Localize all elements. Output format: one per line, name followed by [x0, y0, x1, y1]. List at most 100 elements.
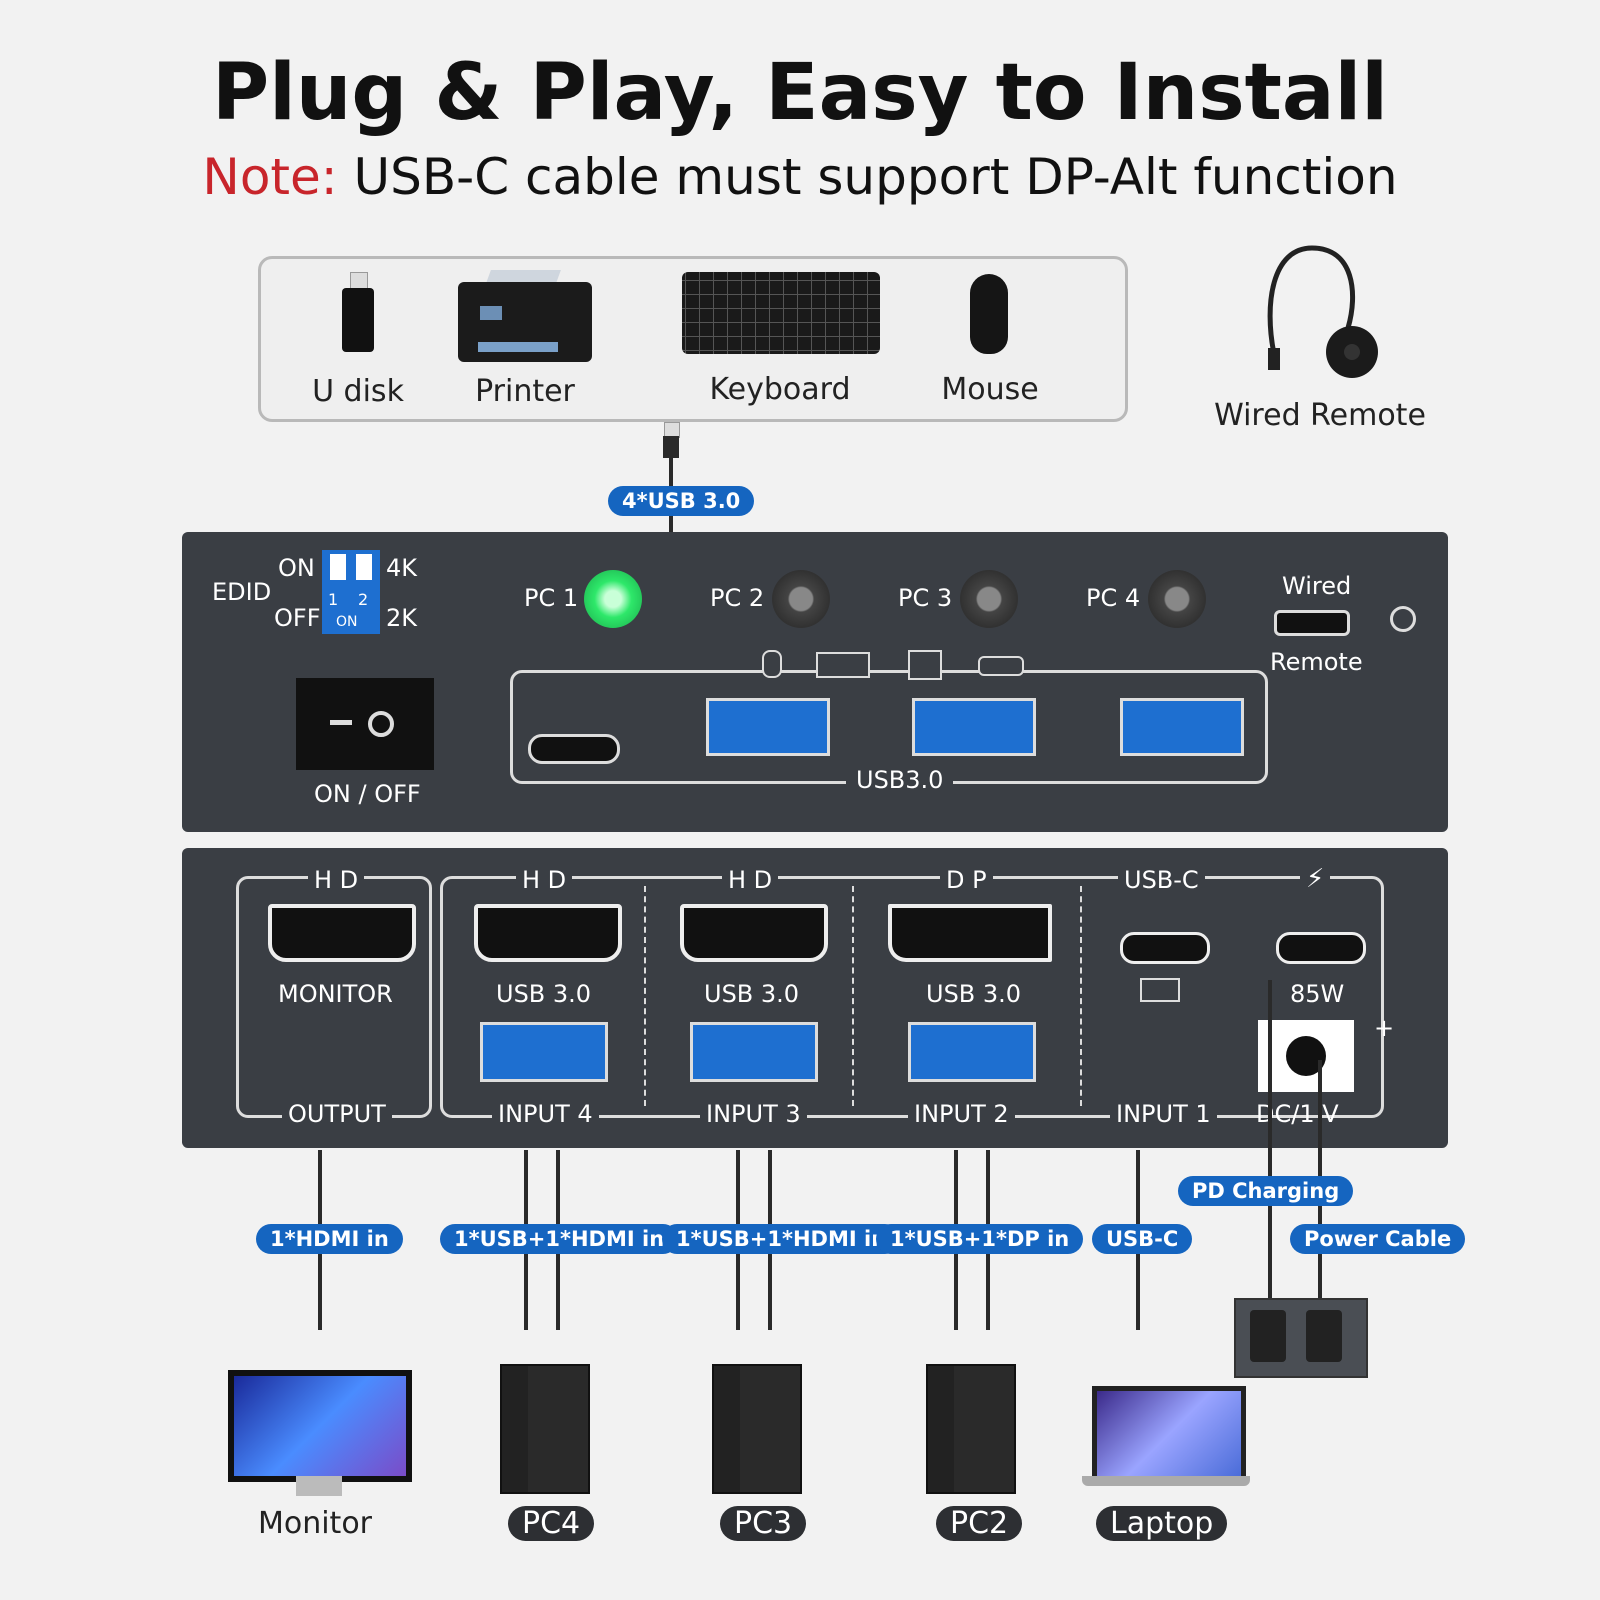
input3-label: INPUT 3	[700, 1100, 807, 1128]
w85-label: 85W	[1290, 980, 1345, 1008]
keyboard-icon	[682, 272, 880, 354]
laptop-device-label: Laptop	[1096, 1506, 1228, 1541]
usb30-label-input4: USB 3.0	[496, 980, 592, 1008]
cable-label-pd: PD Charging	[1178, 1176, 1354, 1206]
pc1-label: PC 1	[524, 584, 579, 612]
pc2-button[interactable]	[772, 570, 830, 628]
monitor-port-label: MONITOR	[278, 980, 393, 1008]
dip-switch[interactable]: 1 2 ON	[322, 550, 380, 634]
pc3-label: PC 3	[898, 584, 953, 612]
cable-label-pc3: 1*USB+1*HDMI in	[662, 1224, 901, 1254]
usbc-power-port[interactable]	[1276, 932, 1366, 964]
rear-usb3-input4[interactable]	[480, 1022, 608, 1082]
monitor-icon	[228, 1370, 412, 1482]
monitor-stand	[296, 1476, 342, 1496]
rear-panel	[182, 848, 1448, 1148]
wired-label: Wired	[1282, 572, 1352, 600]
cable-label-power: Power Cable	[1290, 1224, 1466, 1254]
laptop-symbol-icon	[1140, 978, 1180, 1002]
wired-remote-icon	[1267, 245, 1378, 378]
hd-label-input4: H D	[516, 866, 573, 894]
usb-plug-icon	[663, 436, 679, 458]
dp-input2-port[interactable]	[888, 904, 1052, 962]
pc4-tower-icon	[500, 1364, 590, 1494]
dc-power-jack[interactable]	[1258, 1020, 1354, 1092]
pc1-button[interactable]	[584, 570, 642, 628]
lightning-icon: ⚡	[1300, 864, 1331, 894]
dip-on-label: ON	[336, 614, 358, 630]
hdmi-input3-port[interactable]	[680, 904, 828, 962]
cable-label-pc2: 1*USB+1*DP in	[876, 1224, 1084, 1254]
keyboard-port-icon	[816, 652, 870, 678]
laptop-icon	[1092, 1386, 1246, 1482]
res-4k-label: 4K	[386, 554, 418, 582]
note-label: Note:	[202, 148, 338, 206]
on-label: ON	[278, 554, 315, 582]
dip-2-label: 2	[358, 590, 369, 609]
input1-label: INPUT 1	[1110, 1100, 1217, 1128]
cable-label-hdmi: 1*HDMI in	[256, 1224, 403, 1254]
mouse-label: Mouse	[941, 372, 1039, 407]
rear-usb3-input3[interactable]	[690, 1022, 818, 1082]
pc2-device-label: PC2	[936, 1506, 1023, 1541]
usb30-label-input3: USB 3.0	[704, 980, 800, 1008]
pc4-label: PC 4	[1086, 584, 1141, 612]
input2-label: INPUT 2	[908, 1100, 1015, 1128]
note-line: Note: USB-C cable must support DP-Alt fu…	[0, 148, 1600, 206]
front-usbc-port[interactable]	[528, 734, 620, 764]
monitor-label: Monitor	[257, 1506, 373, 1541]
front-usb3-port-3[interactable]	[1120, 698, 1244, 756]
keyboard-label: Keyboard	[709, 372, 851, 407]
printer-label: Printer	[475, 374, 575, 409]
mouse-icon	[970, 274, 1008, 354]
page-title: Plug & Play, Easy to Install	[211, 48, 1389, 138]
laptop-base	[1082, 1476, 1250, 1486]
polarity-icon: +	[1374, 1014, 1395, 1042]
printer-port-icon	[908, 650, 942, 680]
divider	[644, 886, 646, 1106]
pc2-label: PC 2	[710, 584, 765, 612]
rear-usb3-input2[interactable]	[908, 1022, 1036, 1082]
usb-group-label: USB3.0	[846, 766, 954, 794]
cable	[1268, 980, 1272, 1300]
dp-label: D P	[940, 866, 993, 894]
pc3-button[interactable]	[960, 570, 1018, 628]
u-disk-icon	[342, 272, 374, 354]
mouse-port-icon	[762, 650, 782, 678]
pc2-tower-icon	[926, 1364, 1016, 1494]
output-label: OUTPUT	[282, 1100, 392, 1128]
input4-label: INPUT 4	[492, 1100, 599, 1128]
cable-label-usbc: USB-C	[1092, 1224, 1193, 1254]
wired-remote-label: Wired Remote	[1214, 398, 1426, 433]
remote-symbol-icon	[1390, 606, 1416, 632]
pc4-device-label: PC4	[508, 1506, 595, 1541]
cable-label-pc4: 1*USB+1*HDMI in	[440, 1224, 679, 1254]
remote-port[interactable]	[1274, 610, 1350, 636]
edid-label: EDID	[212, 578, 272, 606]
note-text: USB-C cable must support DP-Alt function	[337, 148, 1398, 206]
remote-label: Remote	[1270, 648, 1363, 676]
pc3-tower-icon	[712, 1364, 802, 1494]
pc3-device-label: PC3	[720, 1506, 807, 1541]
printer-icon	[458, 270, 592, 362]
pc4-button[interactable]	[1148, 570, 1206, 628]
power-adapter-icon	[1234, 1298, 1368, 1378]
usbc-input1-port[interactable]	[1120, 932, 1210, 964]
dip-1-label: 1	[328, 590, 339, 609]
usb-hub-pill: 4*USB 3.0	[608, 486, 755, 516]
power-switch[interactable]	[296, 678, 434, 770]
power-label: ON / OFF	[314, 780, 421, 808]
usbc-label: USB-C	[1118, 866, 1205, 894]
hd-label-output: H D	[308, 866, 365, 894]
front-usb3-port-1[interactable]	[706, 698, 830, 756]
hdmi-input4-port[interactable]	[474, 904, 622, 962]
udisk-port-icon	[978, 656, 1024, 676]
usb30-label-input2: USB 3.0	[926, 980, 1022, 1008]
hdmi-output-port[interactable]	[268, 904, 416, 962]
front-usb3-port-2[interactable]	[912, 698, 1036, 756]
divider	[852, 886, 854, 1106]
res-2k-label: 2K	[386, 604, 418, 632]
divider	[1080, 886, 1082, 1106]
hd-label-input3: H D	[722, 866, 779, 894]
u-disk-label: U disk	[312, 374, 404, 409]
